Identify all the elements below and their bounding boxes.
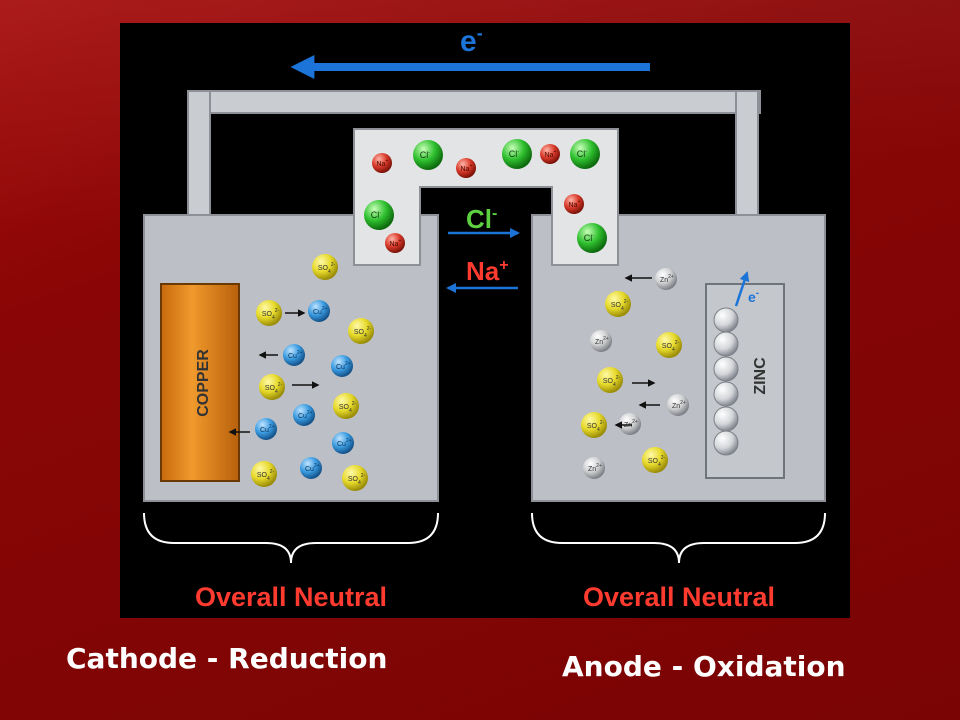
sulfate-ion: SO42- <box>342 465 368 491</box>
sulfate-ion: SO42- <box>256 300 282 326</box>
copper-electrode <box>160 283 240 482</box>
zinc-atom <box>713 406 739 432</box>
svg-text:Na+: Na+ <box>377 158 389 168</box>
svg-text:Na+: Na+ <box>545 149 557 159</box>
svg-text:Cl-: Cl- <box>420 150 431 160</box>
chloride-ion: Cl- <box>364 200 394 230</box>
sulfate-ion: SO42- <box>251 461 277 487</box>
galvanic-cell-diagram: e- COPPER ZINC e- Cl- Na+ Na+Cl-Na+Cl-Na… <box>120 23 850 618</box>
anode-caption: Anode - Oxidation <box>562 650 846 683</box>
left-brace-icon <box>143 512 439 564</box>
sodium-ion: Na+ <box>564 194 584 214</box>
svg-text:SO42-: SO42- <box>611 299 629 312</box>
zinc-atoms <box>713 307 739 456</box>
sodium-flow-label: Na+ <box>466 256 509 286</box>
sodium-ion: Na+ <box>540 144 560 164</box>
sulfate-ion: SO42- <box>259 374 285 400</box>
copper-ion: Cu2+ <box>283 344 305 366</box>
zinc-electron-arrow <box>734 271 750 307</box>
copper-ion: Cu2+ <box>300 457 322 479</box>
ions-layer: Na+ Cl- Na+ Cl- Na+ Cl- Cl- Na+ Na+ Cl- SO42- SO42-… <box>251 139 689 491</box>
svg-text:SO42-: SO42- <box>257 469 275 482</box>
left-neutral-label: Overall Neutral <box>195 582 387 612</box>
zinc-ion: Zn2+ <box>655 268 677 290</box>
zinc-atom <box>713 381 739 407</box>
zinc-ion: Zn2+ <box>667 394 689 416</box>
svg-text:SO42-: SO42- <box>318 262 336 275</box>
svg-text:Cu2+: Cu2+ <box>305 463 320 473</box>
sulfate-ion: SO42- <box>605 291 631 317</box>
chloride-ion: Cl- <box>577 223 607 253</box>
zinc-ion: Zn2+ <box>583 457 605 479</box>
svg-text:Zn2+: Zn2+ <box>588 463 602 473</box>
svg-text:Cl-: Cl- <box>577 149 588 159</box>
svg-text:Na+: Na+ <box>390 238 402 248</box>
zinc-atom <box>713 307 739 333</box>
svg-text:SO42-: SO42- <box>662 340 680 353</box>
svg-text:Cu2+: Cu2+ <box>313 306 328 316</box>
svg-text:SO42-: SO42- <box>262 308 280 321</box>
svg-text:Zn2+: Zn2+ <box>660 274 674 284</box>
copper-label: COPPER <box>195 349 212 417</box>
zinc-atom <box>713 356 739 382</box>
sodium-ion: Na+ <box>372 153 392 173</box>
svg-text:Cu2+: Cu2+ <box>337 438 352 448</box>
zinc-atom <box>713 430 739 456</box>
sulfate-ion: SO42- <box>312 254 338 280</box>
zinc-electron-label: e- <box>748 288 759 305</box>
svg-text:Cu2+: Cu2+ <box>260 424 275 434</box>
right-brace-icon <box>531 512 826 564</box>
svg-text:Cl-: Cl- <box>371 210 382 220</box>
sodium-ion: Na+ <box>385 233 405 253</box>
sodium-ion: Na+ <box>456 158 476 178</box>
copper-ion: Cu2+ <box>331 355 353 377</box>
svg-text:Cl-: Cl- <box>584 233 595 243</box>
svg-text:Cu2+: Cu2+ <box>298 410 313 420</box>
chloride-ion: Cl- <box>570 139 600 169</box>
svg-text:SO42-: SO42- <box>265 382 283 395</box>
ion-arrows-layer <box>228 274 660 436</box>
copper-ion: Cu2+ <box>255 418 277 440</box>
zinc-label: ZINC <box>752 357 769 395</box>
svg-text:Zn2+: Zn2+ <box>595 336 609 346</box>
sulfate-ion: SO42- <box>597 367 623 393</box>
chloride-flow-label: Cl- <box>466 204 497 234</box>
svg-text:SO42-: SO42- <box>348 473 366 486</box>
sulfate-ion: SO42- <box>656 332 682 358</box>
copper-ion: Cu2+ <box>293 404 315 426</box>
sulfate-ion: SO42- <box>581 412 607 438</box>
zinc-ion: Zn2+ <box>590 330 612 352</box>
chloride-ion: Cl- <box>502 139 532 169</box>
svg-text:SO42-: SO42- <box>648 455 666 468</box>
svg-text:Cl-: Cl- <box>509 149 520 159</box>
svg-text:Na+: Na+ <box>569 199 581 209</box>
zinc-atom <box>713 331 739 357</box>
svg-text:Zn2+: Zn2+ <box>672 400 686 410</box>
sulfate-ion: SO42- <box>642 447 668 473</box>
right-neutral-label: Overall Neutral <box>583 582 775 612</box>
copper-ion: Cu2+ <box>332 432 354 454</box>
sulfate-ion: SO42- <box>333 393 359 419</box>
svg-text:SO42-: SO42- <box>603 375 621 388</box>
cathode-caption: Cathode - Reduction <box>66 642 388 675</box>
svg-text:Na+: Na+ <box>461 163 473 173</box>
svg-text:SO42-: SO42- <box>339 401 357 414</box>
zinc-ion: Zn2+ <box>619 413 641 435</box>
electron-label: e- <box>460 23 483 58</box>
svg-text:SO42-: SO42- <box>354 326 372 339</box>
sulfate-ion: SO42- <box>348 318 374 344</box>
svg-text:Cu2+: Cu2+ <box>288 350 303 360</box>
chloride-ion: Cl- <box>413 140 443 170</box>
svg-text:Cu2+: Cu2+ <box>336 361 351 371</box>
svg-text:SO42-: SO42- <box>587 420 605 433</box>
copper-ion: Cu2+ <box>308 300 330 322</box>
